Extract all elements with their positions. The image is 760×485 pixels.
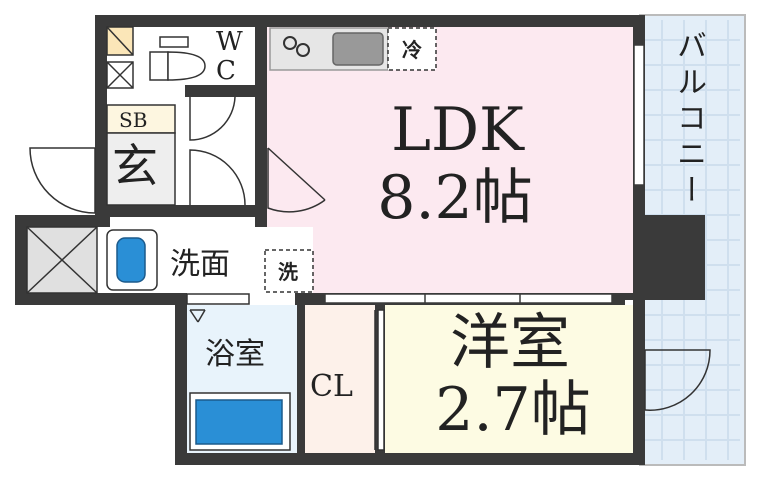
- toilet-label: W C: [216, 27, 243, 86]
- closet-fill: [305, 305, 375, 453]
- ldk-window: [633, 44, 645, 186]
- closet-label: CL: [310, 369, 353, 404]
- western-room-size-label: 2.7帖: [435, 375, 591, 445]
- ldk-label: LDK: [391, 95, 524, 165]
- western-room-fill: [385, 305, 633, 453]
- window-strip: [324, 293, 613, 304]
- bathtub: [189, 309, 291, 451]
- washer-place: [264, 249, 314, 293]
- doors: [29, 96, 711, 451]
- kitchen-counter: [269, 27, 437, 71]
- entrance-label: 玄: [112, 139, 158, 193]
- washroom-label: 洗面: [170, 247, 230, 282]
- ldk-size-label: 8.2帖: [377, 163, 533, 233]
- entrance-area: [106, 26, 176, 206]
- bath-label: 浴室: [205, 337, 265, 372]
- wash-basin: [106, 229, 158, 291]
- ldk-fill: [267, 27, 633, 293]
- toilet-fixture: [149, 36, 206, 81]
- balcony-label: バルコニー: [671, 30, 706, 210]
- western-room-label: 洋室: [450, 308, 570, 378]
- washroom-storage: [26, 226, 98, 294]
- washer-label: 洗: [278, 260, 298, 284]
- fridge-label: 冷: [402, 38, 422, 62]
- shoe-box-label: SB: [119, 108, 148, 132]
